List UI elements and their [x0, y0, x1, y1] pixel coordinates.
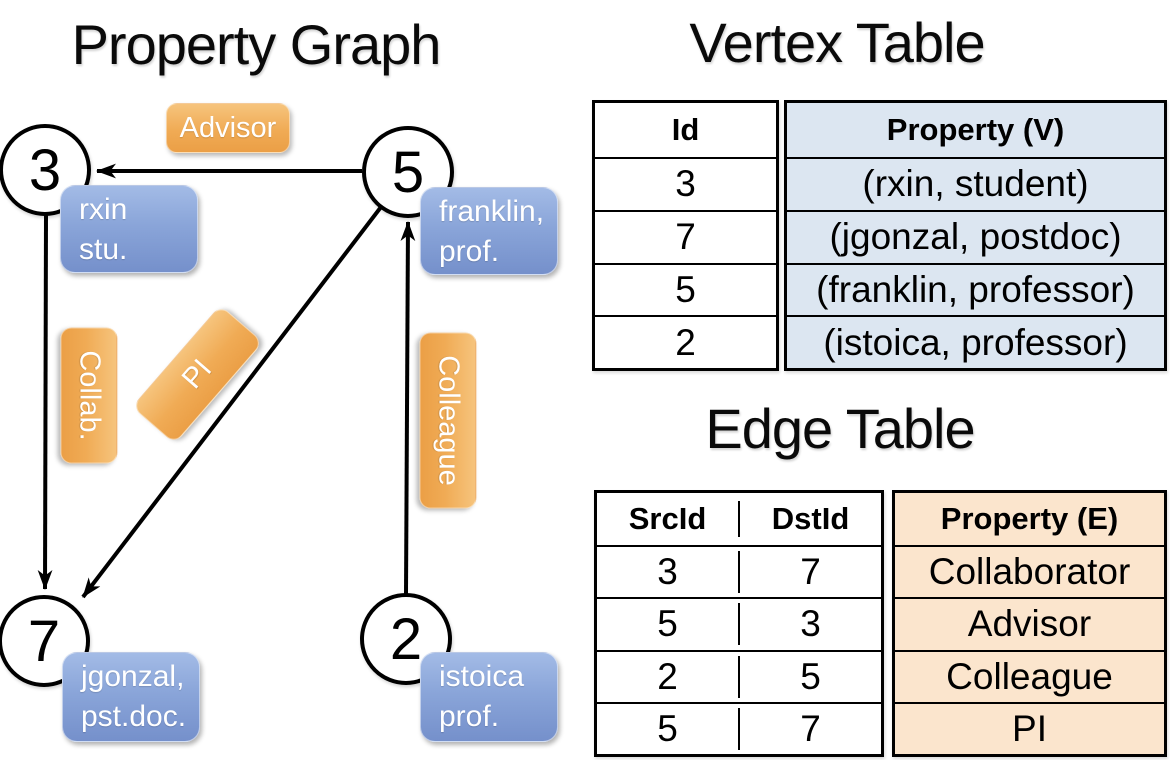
vertex-prop-line: pst.doc.	[81, 700, 187, 733]
node-id: 7	[27, 608, 61, 674]
edge-arrow-colleague-2-to-5	[400, 221, 416, 595]
vertex-table-cell-property: (jgonzal, postdoc)	[787, 209, 1164, 263]
graph-node-5: 5	[362, 126, 454, 218]
edge-arrow-pi-5-to-7	[81, 205, 383, 599]
edge-table-row: 2 5	[597, 649, 881, 702]
vertex-table-header-id: Id	[671, 112, 700, 147]
edge-table-header-dstid: DstId	[771, 501, 850, 536]
vertex-table-title: Vertex Table	[689, 11, 985, 74]
edge-table-row: 5 7	[597, 701, 881, 754]
vertex-table-cell-id: 2	[595, 315, 776, 368]
edge-table-cell-src: 5	[597, 707, 740, 750]
vertex-prop-line: istoica	[439, 660, 525, 693]
edge-table-cell-dst: 7	[800, 707, 821, 749]
vertex-prop-line: prof.	[439, 700, 500, 733]
vertex-prop-line: rxin	[79, 193, 128, 226]
node-id: 2	[389, 606, 423, 672]
edge-label-collab: Collab.	[60, 327, 118, 464]
vertex-table-cell-id: 3	[595, 157, 776, 210]
vertex-table-cell-property: (franklin, professor)	[787, 262, 1164, 316]
edge-table-cell-dst: 3	[800, 603, 821, 645]
edge-table-cell-src: 5	[597, 603, 740, 646]
vertex-table-cell-id: 5	[595, 262, 776, 316]
vertex-prop-pill-2: istoica prof.	[420, 652, 558, 742]
edge-arrow-collab-3-to-7	[37, 214, 53, 590]
vertex-table-cell-property: (rxin, student)	[787, 157, 1164, 210]
vertex-prop-pill-7: jgonzal, pst.doc.	[62, 652, 200, 742]
vertex-table-cell-property: (istoica, professor)	[787, 315, 1164, 368]
edge-table-cell-property: Advisor	[895, 597, 1164, 649]
edge-table-cell-dst: 5	[800, 655, 821, 697]
edge-table-property-column: Property (E) Collaborator Advisor Collea…	[892, 490, 1167, 757]
node-id: 5	[391, 139, 425, 205]
edge-table-row: 3 7	[597, 545, 881, 597]
edge-table-cell-dst: 7	[800, 551, 821, 593]
property-graph-title: Property Graph	[71, 13, 442, 76]
vertex-prop-line: stu.	[79, 233, 128, 266]
vertex-prop-line: franklin,	[439, 195, 545, 228]
vertex-table-cell-id: 7	[595, 209, 776, 263]
edge-table-header-srcid: SrcId	[597, 501, 740, 537]
edge-table-cell-src: 3	[597, 551, 740, 594]
vertex-prop-line: prof.	[439, 235, 500, 268]
edge-table-header-property: Property (E)	[940, 501, 1119, 536]
edge-label-colleague: Colleague	[419, 332, 477, 509]
edge-table-cell-property: PI	[895, 701, 1164, 754]
edge-table-cell-property: Colleague	[895, 649, 1164, 702]
edge-table-cell-property: Collaborator	[895, 545, 1164, 597]
edge-table-cell-src: 2	[597, 655, 740, 698]
vertex-table-id-column: Id 3 7 5 2	[592, 100, 779, 371]
graph-node-2: 2	[360, 593, 452, 685]
vertex-table-header-property: Property (V)	[886, 112, 1065, 147]
graph-edges-layer	[37, 163, 416, 599]
edge-table-title: Edge Table	[705, 397, 975, 460]
node-id: 3	[28, 137, 62, 203]
edge-table-id-columns: SrcId DstId 3 7 5 3 2 5 5 7	[594, 490, 884, 757]
vertex-prop-pill-5: franklin, prof.	[420, 187, 558, 275]
vertex-table-property-column: Property (V) (rxin, student) (jgonzal, p…	[784, 100, 1167, 371]
vertex-prop-line: jgonzal,	[81, 660, 185, 693]
edge-label-advisor: Advisor	[166, 103, 290, 153]
vertex-prop-pill-3: rxin stu.	[60, 185, 198, 273]
edge-table-header-row: SrcId DstId	[597, 493, 881, 545]
edge-table-row: 5 3	[597, 597, 881, 649]
